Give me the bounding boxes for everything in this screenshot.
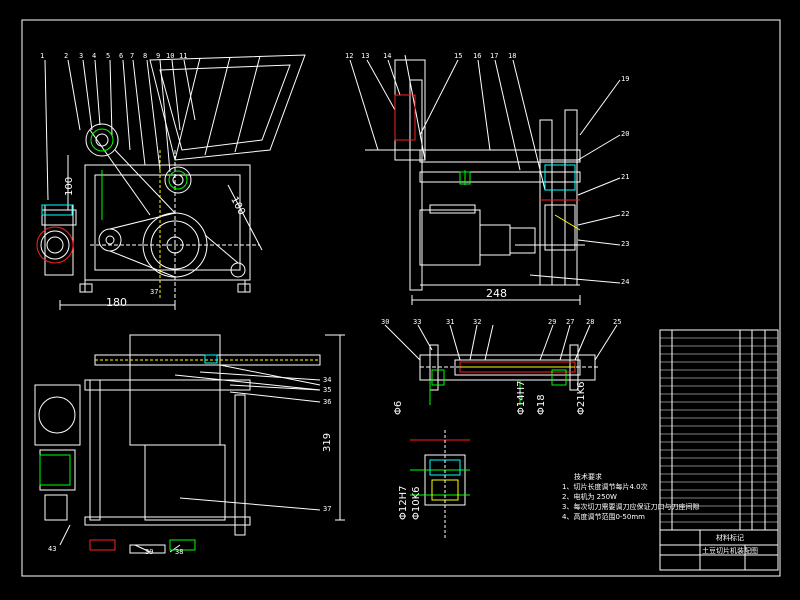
callout-9: 9 bbox=[156, 52, 161, 60]
callout-12: 12 bbox=[345, 52, 354, 60]
callout-36: 36 bbox=[323, 398, 332, 406]
dim-bottom-height: 319 bbox=[322, 432, 333, 452]
dim-front-width: 180 bbox=[106, 296, 127, 309]
callout-2: 2 bbox=[64, 52, 69, 60]
side-view-accents bbox=[394, 94, 581, 231]
callout-38: 38 bbox=[175, 548, 184, 556]
dim-d6: Φ10K6 bbox=[411, 486, 422, 520]
callout-43: 43 bbox=[48, 545, 57, 553]
section-detail-accents bbox=[429, 361, 576, 405]
callout-14: 14 bbox=[383, 52, 392, 60]
dim-d3: Φ18 bbox=[536, 394, 547, 415]
dim-side-width: 248 bbox=[486, 287, 507, 300]
callout-5: 5 bbox=[106, 52, 111, 60]
section-detail bbox=[384, 324, 618, 391]
callout-22: 22 bbox=[621, 210, 630, 218]
dim-d5: Φ12H7 bbox=[398, 485, 409, 520]
top-view bbox=[34, 334, 345, 554]
callout-10: 10 bbox=[166, 52, 175, 60]
tech-note-4: 4、高度调节范围0-50mm bbox=[562, 513, 645, 521]
callout-17: 17 bbox=[490, 52, 499, 60]
callout-30: 30 bbox=[381, 318, 390, 326]
callout-25: 25 bbox=[613, 318, 622, 326]
tech-note-3: 3、每次切刀需要调刀应保证刀口与刀座间隙 bbox=[562, 503, 700, 511]
callout-28: 28 bbox=[586, 318, 595, 326]
dim-d2: Φ14H7 bbox=[516, 380, 527, 415]
tech-notes: 技术要求 1、切片长度调节每片4.0次 2、电机为 250W 3、每次切刀需要调… bbox=[562, 472, 699, 522]
callout-37-front: 37 bbox=[150, 288, 159, 296]
top-view-accents bbox=[39, 354, 320, 551]
dim-d4: Φ21K6 bbox=[576, 381, 587, 415]
callout-24: 24 bbox=[621, 278, 630, 286]
title-block-name: 土豆切片机装配图 bbox=[702, 547, 758, 555]
callout-3: 3 bbox=[79, 52, 84, 60]
callout-34: 34 bbox=[323, 376, 332, 384]
callout-15: 15 bbox=[454, 52, 463, 60]
callout-1: 1 bbox=[40, 52, 45, 60]
tech-notes-title: 技术要求 bbox=[574, 473, 602, 481]
callout-19: 19 bbox=[621, 75, 630, 83]
callout-6: 6 bbox=[119, 52, 124, 60]
callout-21: 21 bbox=[621, 173, 630, 181]
dim-d1: Φ6 bbox=[393, 400, 404, 415]
tech-note-2: 2、电机为 250W bbox=[562, 493, 617, 501]
callout-23: 23 bbox=[621, 240, 630, 248]
dim-front-height: 100 bbox=[64, 176, 75, 196]
callout-35: 35 bbox=[323, 386, 332, 394]
gear-detail bbox=[410, 430, 470, 540]
tech-note-1: 1、切片长度调节每片4.0次 bbox=[562, 483, 648, 491]
callout-29: 29 bbox=[548, 318, 557, 326]
callout-39: 39 bbox=[145, 548, 154, 556]
callout-31: 31 bbox=[446, 318, 455, 326]
callout-11: 11 bbox=[179, 52, 188, 60]
callout-27: 27 bbox=[566, 318, 575, 326]
callout-20: 20 bbox=[621, 130, 630, 138]
front-view bbox=[40, 54, 306, 310]
title-block-sub: 材料标记 bbox=[716, 534, 744, 542]
callout-8: 8 bbox=[143, 52, 148, 60]
parts-rows bbox=[660, 337, 778, 523]
callout-37: 37 bbox=[323, 505, 332, 513]
callout-16: 16 bbox=[473, 52, 482, 60]
side-view bbox=[349, 54, 621, 305]
front-view-accents bbox=[36, 128, 188, 300]
callout-32: 32 bbox=[473, 318, 482, 326]
title-block bbox=[659, 529, 779, 571]
callout-4: 4 bbox=[92, 52, 97, 60]
drawing-border bbox=[21, 19, 781, 577]
callout-7: 7 bbox=[130, 52, 135, 60]
callout-33: 33 bbox=[413, 318, 422, 326]
callout-18: 18 bbox=[508, 52, 517, 60]
callout-13: 13 bbox=[361, 52, 370, 60]
